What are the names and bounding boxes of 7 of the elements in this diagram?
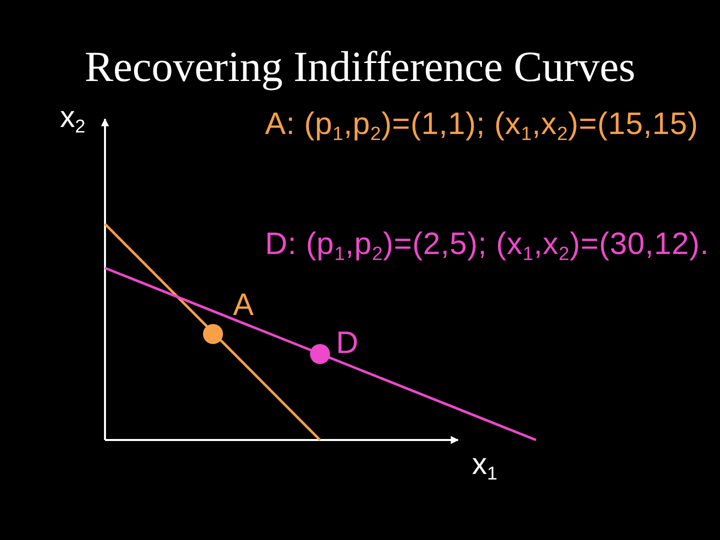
axis-label: x$_{2}$ — [60, 103, 86, 133]
slide-title: Recovering Indifference Curves — [84, 44, 636, 92]
axis-label: x$_{1}$ — [472, 450, 498, 480]
bundle-note: D: (p$_{1}$,p$_{2}$)=(2,5); (x$_{1}$,x$_{2}$)=(30,12). — [265, 228, 710, 259]
point-label: D — [336, 327, 358, 358]
point-label: A — [233, 289, 254, 320]
bundle-note: A: (p$_{1}$,p$_{2}$)=(1,1); (x$_{1}$,x$_{2}$)=(15,15) — [265, 108, 698, 139]
